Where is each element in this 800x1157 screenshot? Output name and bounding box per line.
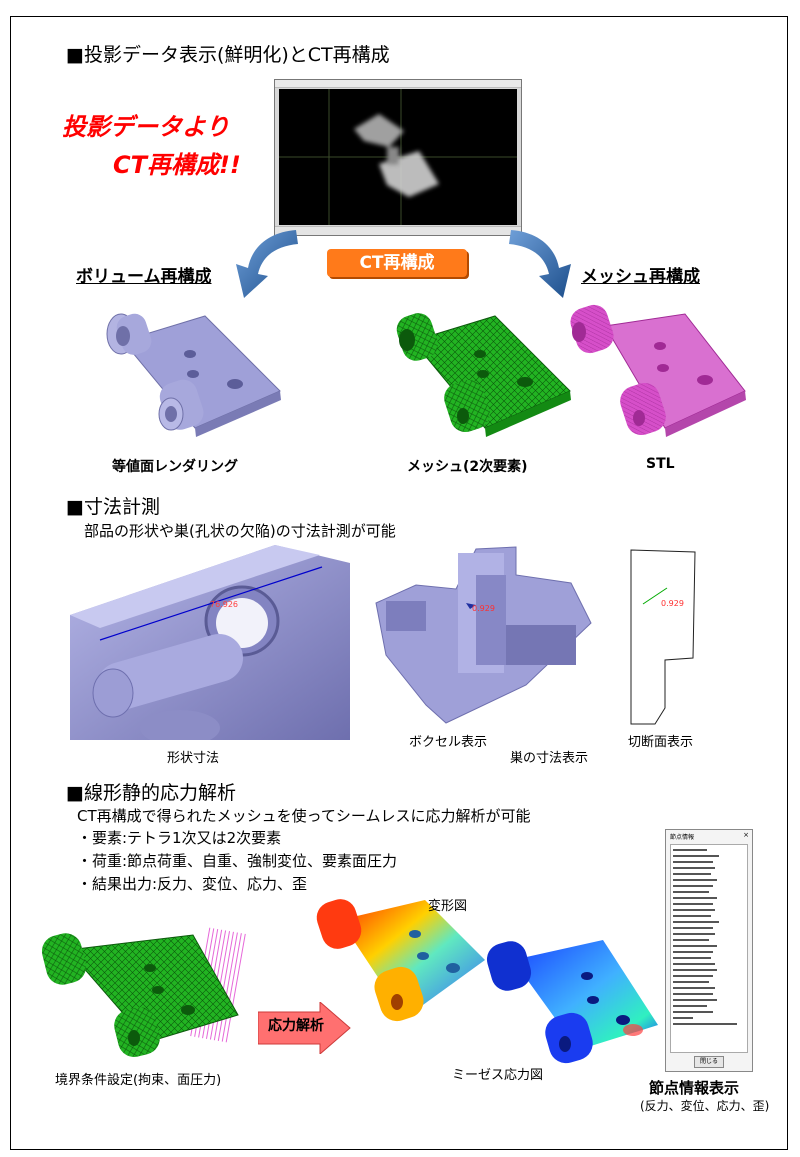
slogan-line1: 投影データより (62, 113, 230, 141)
right-blue-arrow (509, 230, 571, 298)
caption-mesh: メッシュ(2次要素) (407, 459, 528, 475)
close-button[interactable]: 閉じる (694, 1056, 724, 1068)
node-info-list (670, 844, 748, 1053)
measure-value-shape: 76.926 (210, 600, 238, 609)
measure-value-void: 0.929 (472, 604, 495, 613)
bullet-results: ・結果出力:反力、変位、応力、歪 (77, 875, 308, 893)
section-view-render: 0.929 (630, 549, 696, 725)
mesh-render (396, 313, 571, 437)
viewer-titlebar (275, 80, 521, 88)
mises-stress-render (486, 940, 658, 1064)
bullet-loads: ・荷重:節点荷重、自重、強制変位、要素面圧力 (77, 852, 398, 870)
section1-heading: ■投影データ表示(鮮明化)とCT再構成 (66, 44, 390, 66)
stress-analysis-label: 応力解析 (268, 1018, 324, 1034)
left-blue-arrow (236, 230, 298, 298)
page-frame (10, 16, 788, 1150)
caption-node-info-sub: (反力、変位、応力、歪) (640, 1099, 770, 1113)
caption-node-info: 節点情報表示 (649, 1079, 740, 1097)
caption-voxel: ボクセル表示 (409, 735, 488, 750)
close-icon[interactable]: × (743, 831, 749, 839)
projection-viewer-window (274, 79, 522, 236)
caption-section-view: 切断面表示 (628, 735, 694, 750)
caption-shape-dimension: 形状寸法 (167, 751, 220, 766)
volume-reconstruct-label: ボリューム再構成 (76, 267, 212, 287)
slogan-line2: CT再構成!! (113, 151, 241, 179)
bullet-elements: ・要素:テトラ1次又は2次要素 (77, 829, 282, 847)
caption-deformation: 変形図 (428, 899, 468, 914)
isosurface-render (106, 313, 281, 437)
section3-heading: ■線形静的応力解析 (66, 782, 236, 804)
section2-description: 部品の形状や巣(孔状の欠陥)の寸法計測が可能 (84, 522, 396, 540)
node-info-dialog: 節点情報 × 閉じる (665, 829, 753, 1072)
node-info-text-lines (673, 849, 737, 1025)
node-info-dialog-title: 節点情報 (670, 834, 695, 841)
mesh-reconstruct-label: メッシュ再構成 (581, 267, 700, 287)
measure-value-section: 0.929 (661, 599, 684, 608)
stl-render (570, 304, 746, 437)
caption-stl: STL (646, 456, 675, 472)
deformation-render (316, 899, 485, 1022)
caption-mises: ミーゼス応力図 (452, 1068, 544, 1083)
voxel-render: 0.929 (375, 546, 592, 724)
viewer-statusbar (275, 226, 521, 235)
caption-isosurface: 等値面レンダリング (112, 459, 238, 475)
projection-image (279, 89, 517, 225)
section2-heading: ■寸法計測 (66, 496, 160, 518)
viewer-canvas (279, 89, 517, 225)
stress-analysis-arrow (258, 1002, 351, 1054)
section3-description: CT再構成で得られたメッシュを使ってシームレスに応力解析が可能 (77, 807, 531, 825)
caption-boundary-condition: 境界条件設定(拘束、面圧力) (55, 1073, 222, 1088)
boundary-condition-render (41, 927, 248, 1057)
ct-reconstruct-button[interactable]: CT再構成 (327, 249, 467, 277)
shape-dimension-render: 76.926 (70, 545, 350, 740)
caption-void-dimension: 巣の寸法表示 (510, 751, 589, 766)
